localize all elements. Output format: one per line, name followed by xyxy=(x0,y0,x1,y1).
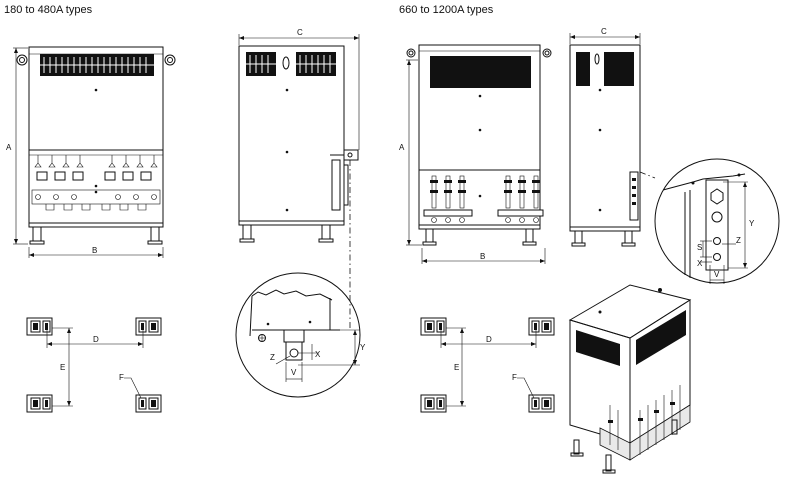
dimension-label-a: A xyxy=(6,143,12,152)
small-unit-side-view xyxy=(238,34,360,330)
dimension-label-c-small: C xyxy=(297,28,303,37)
dimension-label-f-large: F xyxy=(512,373,517,382)
dimension-label-z-small: Z xyxy=(270,353,275,362)
large-unit-front-view xyxy=(406,44,552,264)
large-unit-isometric-view xyxy=(568,284,692,474)
caption-180-480a: 180 to 480A types xyxy=(4,4,93,16)
dimension-label-e-small: E xyxy=(60,363,65,372)
dimension-label-d-small: D xyxy=(93,335,99,344)
dimension-label-y-large: Y xyxy=(749,219,755,228)
dimension-label-x-large: X xyxy=(697,259,703,268)
dimension-label-y-small: Y xyxy=(360,343,366,352)
dimension-label-f-small: F xyxy=(119,373,124,382)
dimension-label-s-large: S xyxy=(697,243,702,252)
dimension-label-d-large: D xyxy=(486,335,492,344)
large-unit-foot-plan xyxy=(420,317,555,413)
dimension-label-v-small: V xyxy=(291,368,297,377)
dimension-label-b-large: B xyxy=(480,252,485,261)
small-unit-terminal-detail xyxy=(235,272,361,398)
dimension-label-a-large: A xyxy=(399,143,405,152)
dimension-label-v-large: V xyxy=(714,270,720,279)
small-unit-foot-plan xyxy=(26,317,162,413)
dimension-label-b: B xyxy=(92,246,97,255)
dimension-label-z-large: Z xyxy=(736,236,741,245)
large-unit-side-view xyxy=(569,33,656,247)
dimension-label-x-small: X xyxy=(315,350,321,359)
caption-660-1200a: 660 to 1200A types xyxy=(399,4,494,16)
dimension-label-e-large: E xyxy=(454,363,459,372)
small-unit-front-view xyxy=(13,46,176,258)
dimension-label-c-large: C xyxy=(601,27,607,36)
large-unit-terminal-detail xyxy=(654,158,780,284)
